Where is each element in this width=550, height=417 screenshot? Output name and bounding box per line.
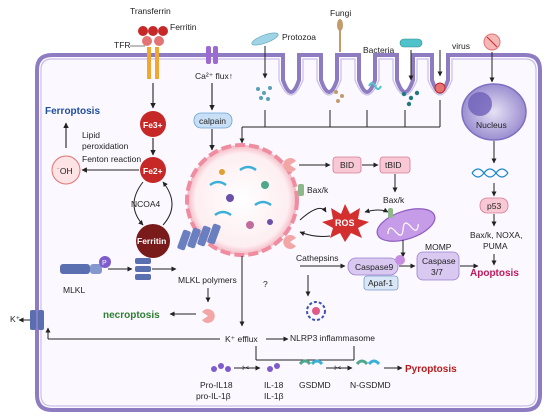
lipid-label: Lipid [82, 130, 100, 140]
transferrin-receptor-icon [138, 26, 168, 79]
svg-text:ROS: ROS [335, 218, 355, 228]
virus-label: virus [452, 41, 470, 51]
baxk-left-icon [298, 184, 304, 196]
gsdmd-icon [298, 359, 324, 366]
svg-text:calpain: calpain [199, 116, 226, 126]
cathepsin-icons [283, 158, 296, 250]
k-ion-label: K⁺ [10, 314, 21, 324]
apoptosis-genes-line2: PUMA [483, 241, 508, 251]
svg-text:Nucleus: Nucleus [476, 120, 507, 130]
calpain-box: calpain [193, 112, 233, 129]
ca-flux-label: Ca²⁺ flux↑ [195, 71, 233, 81]
fenton-label: Fenton reaction [82, 154, 141, 164]
svg-text:p53: p53 [487, 201, 501, 211]
nucleus: Nucleus [461, 83, 527, 141]
caspase9-box: Caspase9 [347, 257, 399, 276]
svg-text:Caspase9: Caspase9 [355, 262, 394, 272]
bacteria-icon [399, 38, 423, 48]
baxk-right-label: Bax/k [383, 195, 405, 205]
mlkl-polymer-pore-icon [177, 223, 221, 251]
pyroptosis-label: Pyroptosis [405, 364, 457, 375]
transferrin-label: Transferrin [130, 6, 171, 16]
ncoa4-label: NCOA4 [131, 199, 161, 209]
pro-il18-label: Pro-IL18 [200, 380, 233, 390]
virus-icon [483, 33, 501, 51]
il18-label: IL-18 [264, 380, 284, 390]
bacteria-particles [401, 90, 420, 107]
dna-icon [471, 168, 509, 178]
cathepsins-label: Cathepsins [296, 253, 339, 263]
p53-box: p53 [479, 197, 509, 214]
fe3-node: Fe3+ [140, 111, 166, 137]
pro-il1b-label: pro-IL-1β [196, 391, 231, 401]
scissors-icon-2: ✂ [334, 364, 342, 374]
protozoa-particles [256, 86, 272, 101]
caspase37-box: Caspase 3/7 [416, 251, 460, 281]
k-efflux-label: K⁺ efflux [225, 334, 258, 344]
gsdmd-label: GSDMD [299, 380, 331, 390]
ngsdmd-label: N-GSDMD [350, 380, 391, 390]
protozoa-icon [251, 32, 279, 46]
svg-text:˙OH: ˙OH [57, 166, 73, 176]
il1b-label: IL-1β [264, 391, 284, 401]
baxk-left-label: Bax/k [307, 185, 329, 195]
protozoa-label: Protozoa [282, 32, 316, 42]
bid-box: BID [332, 156, 362, 174]
svg-text:Fe2+: Fe2+ [143, 166, 163, 176]
svg-text:✂: ✂ [334, 364, 342, 374]
svg-text:Ferritin: Ferritin [137, 236, 166, 246]
necroptosis-label: necroptosis [103, 310, 160, 321]
bacteria-in-membrane-icon [368, 82, 382, 90]
virus-in-membrane-icon [434, 82, 446, 94]
svg-text:Fe3+: Fe3+ [143, 120, 163, 130]
il-icon [267, 363, 280, 372]
ros-burst: ROS [322, 204, 369, 242]
svg-text:✂: ✂ [242, 364, 250, 374]
svg-text:P: P [102, 260, 107, 267]
mlkl-icon: P [60, 256, 111, 274]
mlkl-polymers-label: MLKL polymers [178, 275, 237, 285]
svg-text:Caspase: Caspase [422, 256, 456, 266]
peroxidation-label: peroxidation [82, 141, 129, 151]
nlrp3-label: NLRP3 inflammasome [290, 333, 375, 343]
inflammasome-icon [306, 301, 326, 321]
fungi-label: Fungi [330, 8, 351, 18]
fungi-icon [337, 19, 343, 52]
fe2-node: Fe2+ [140, 157, 166, 183]
ferritin-node: Ferritin [136, 224, 170, 258]
hydroxyl-radical-node: ˙OH [51, 155, 81, 185]
potassium-channel-icon [30, 310, 44, 330]
apaf1-box: Apaf-1 [363, 275, 399, 291]
svg-text:BID: BID [340, 160, 354, 170]
pro-il-icon [211, 363, 231, 372]
tfr-label: TFR [114, 40, 131, 50]
ngsdmd-icon [355, 359, 381, 366]
svg-text:tBID: tBID [385, 160, 402, 170]
apoptosis-label: Apoptosis [470, 268, 519, 279]
calcium-channel-icon [206, 46, 218, 64]
pathogen-merge-lines [242, 100, 441, 128]
mitochondrion [376, 208, 436, 242]
svg-text:3/7: 3/7 [431, 267, 443, 277]
question-label: ? [263, 279, 268, 289]
mlkl-label: MLKL [63, 285, 85, 295]
apoptosis-genes-line1: Bax/k, NOXA, [470, 230, 522, 240]
ferroptosis-label: Ferroptosis [45, 106, 100, 117]
momp-label: MOMP [425, 242, 452, 252]
necroptosis-pacman-icon [202, 309, 215, 324]
tbid-box: tBID [379, 156, 411, 174]
svg-text:Apaf-1: Apaf-1 [368, 278, 393, 288]
fungi-particles [334, 90, 344, 103]
ferritin-top-label: Ferritin [170, 22, 197, 32]
bacteria-label: Bacteria [363, 45, 394, 55]
scissors-icon-1: ✂ [242, 364, 250, 374]
mlkl-polymer-small-icon [135, 258, 151, 280]
